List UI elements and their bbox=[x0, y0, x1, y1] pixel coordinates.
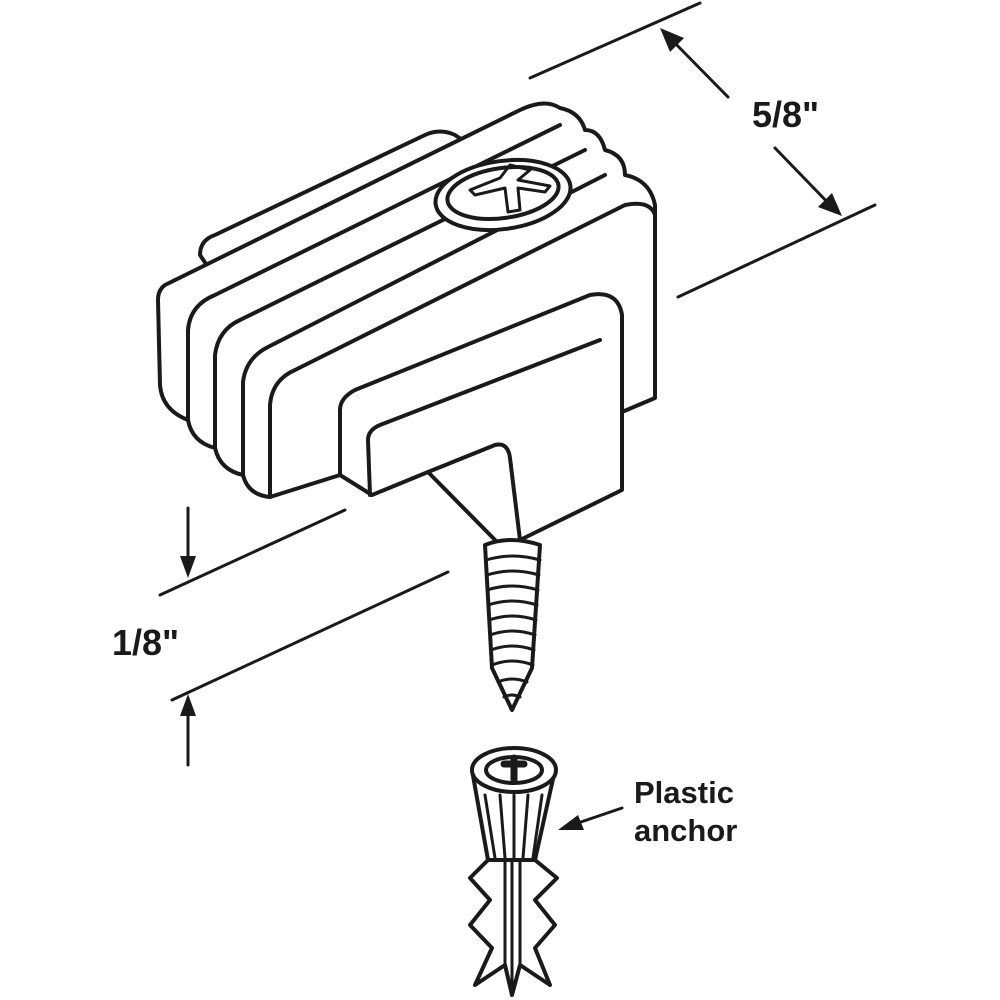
width-dimension-label: 5/8" bbox=[752, 94, 820, 135]
screw bbox=[483, 538, 542, 712]
anchor-callout-arrow bbox=[558, 806, 624, 830]
dimension-1-8 bbox=[158, 506, 450, 767]
plastic-anchor bbox=[468, 746, 559, 997]
height-dimension-label: 1/8" bbox=[112, 622, 180, 663]
plastic-anchor-label: Plastic anchor bbox=[634, 774, 737, 850]
callout-line-1: Plastic bbox=[634, 775, 734, 810]
dimension-5-8 bbox=[528, 1, 877, 299]
callout-line-2: anchor bbox=[634, 813, 738, 848]
bracket-body bbox=[156, 101, 657, 547]
